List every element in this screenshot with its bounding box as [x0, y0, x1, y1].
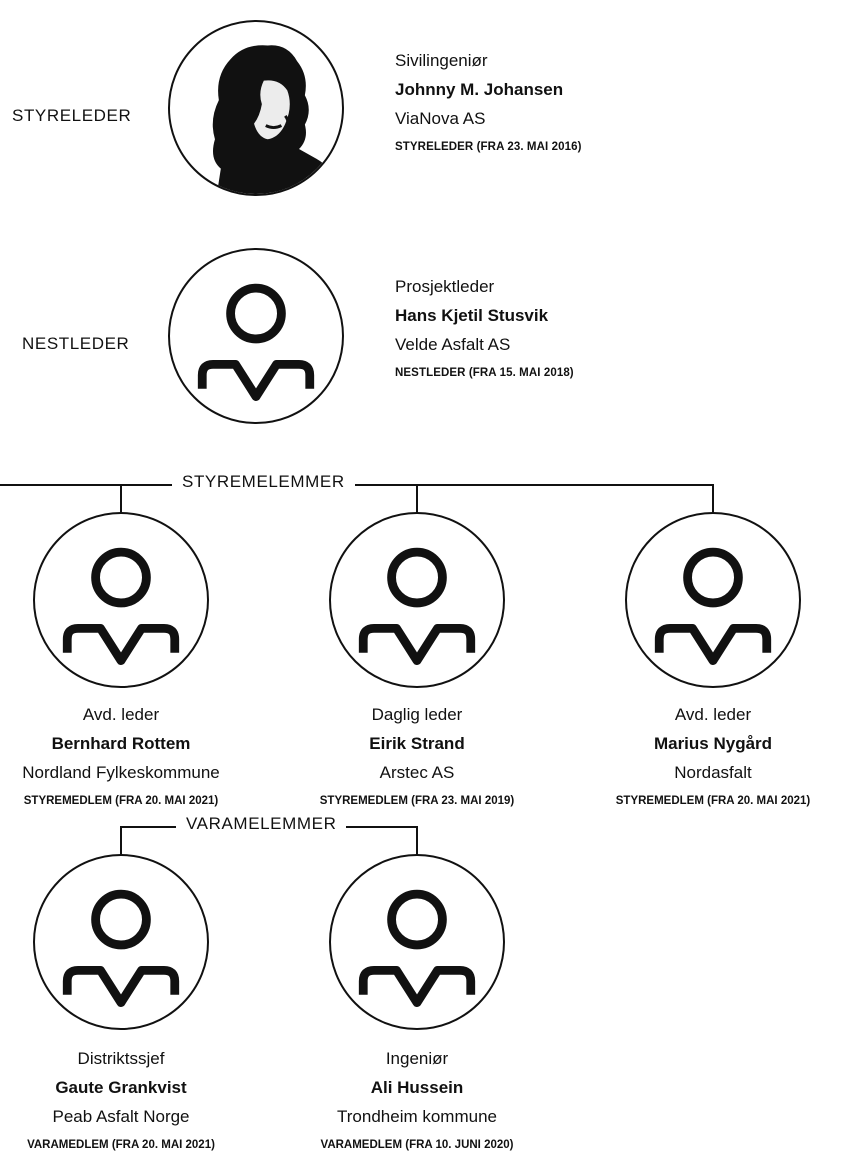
- chair-role-label: STYRELEDER: [12, 106, 132, 125]
- chair-name: Johnny M. Johansen: [395, 80, 564, 99]
- member-title: Avd. leder: [674, 705, 752, 724]
- person-icon: [627, 514, 799, 686]
- member-name: Gaute Grankvist: [55, 1078, 187, 1097]
- person-icon: [35, 514, 207, 686]
- portrait-photo-icon: [212, 45, 342, 194]
- member-name: Eirik Strand: [369, 734, 465, 753]
- member-title: Ingeniør: [385, 1049, 449, 1068]
- deputy-avatar: [33, 854, 209, 1030]
- deputy-info: Distriktssjef Gaute Grankvist Peab Asfal…: [0, 1044, 252, 1160]
- board-member-info: Avd. leder Bernhard Rottem Nordland Fylk…: [0, 700, 252, 816]
- member-since: VARAMEDLEM (FRA 20. MAI 2021): [27, 1139, 215, 1151]
- chair-since: STYRELEDER (FRA 23. MAI 2016): [395, 141, 582, 153]
- deputy-info: Ingeniør Ali Hussein Trondheim kommune V…: [286, 1044, 548, 1160]
- board-member-avatar: [625, 512, 801, 688]
- member-name: Ali Hussein: [370, 1078, 464, 1097]
- member-since: VARAMEDLEM (FRA 10. JUNI 2020): [320, 1139, 514, 1151]
- member-company: Nordland Fylkeskommune: [22, 763, 220, 782]
- person-icon: [170, 250, 342, 422]
- vice-chair-since: NESTLEDER (FRA 15. MAI 2018): [395, 367, 574, 379]
- deputy-avatar: [329, 854, 505, 1030]
- deputy-connector-drop-2: [416, 826, 418, 856]
- chair-info: Sivilingeniør Johnny M. Johansen ViaNova…: [395, 46, 582, 162]
- chair-company: ViaNova AS: [395, 109, 486, 128]
- chair-portrait: [168, 20, 344, 196]
- member-company: Nordasfalt: [674, 763, 752, 782]
- member-name: Bernhard Rottem: [51, 734, 191, 753]
- member-title: Avd. leder: [82, 705, 160, 724]
- member-title: Distriktssjef: [77, 1049, 165, 1068]
- member-since: STYREMEDLEM (FRA 23. MAI 2019): [319, 795, 515, 807]
- member-name: Marius Nygård: [653, 734, 773, 753]
- person-icon: [35, 856, 207, 1028]
- member-company: Peab Asfalt Norge: [52, 1107, 190, 1126]
- person-icon: [331, 856, 503, 1028]
- board-member-avatar: [329, 512, 505, 688]
- board-section-label: STYREMELEMMER: [172, 472, 355, 492]
- deputy-connector-drop-1: [120, 826, 122, 856]
- vice-chair-name: Hans Kjetil Stusvik: [395, 306, 549, 325]
- person-icon: [331, 514, 503, 686]
- vice-chair-avatar: [168, 248, 344, 424]
- board-connector-drop-1: [120, 484, 122, 514]
- board-connector-line: [0, 484, 714, 486]
- chair-title: Sivilingeniør: [395, 51, 488, 70]
- board-connector-drop-2: [416, 484, 418, 514]
- member-since: STYREMEDLEM (FRA 20. MAI 2021): [615, 795, 811, 807]
- deputy-section-label: VARAMELEMMER: [176, 814, 347, 834]
- member-since: STYREMEDLEM (FRA 20. MAI 2021): [23, 795, 219, 807]
- member-company: Trondheim kommune: [337, 1107, 497, 1126]
- board-member-info: Daglig leder Eirik Strand Arstec AS STYR…: [286, 700, 548, 816]
- member-title: Daglig leder: [371, 705, 463, 724]
- vice-chair-company: Velde Asfalt AS: [395, 335, 511, 354]
- vice-chair-role-label: NESTLEDER: [22, 334, 130, 353]
- board-member-info: Avd. leder Marius Nygård Nordasfalt STYR…: [582, 700, 844, 816]
- board-connector-drop-3: [712, 484, 714, 514]
- member-company: Arstec AS: [379, 763, 455, 782]
- board-member-avatar: [33, 512, 209, 688]
- vice-chair-title: Prosjektleder: [395, 277, 495, 296]
- vice-chair-info: Prosjektleder Hans Kjetil Stusvik Velde …: [395, 272, 574, 388]
